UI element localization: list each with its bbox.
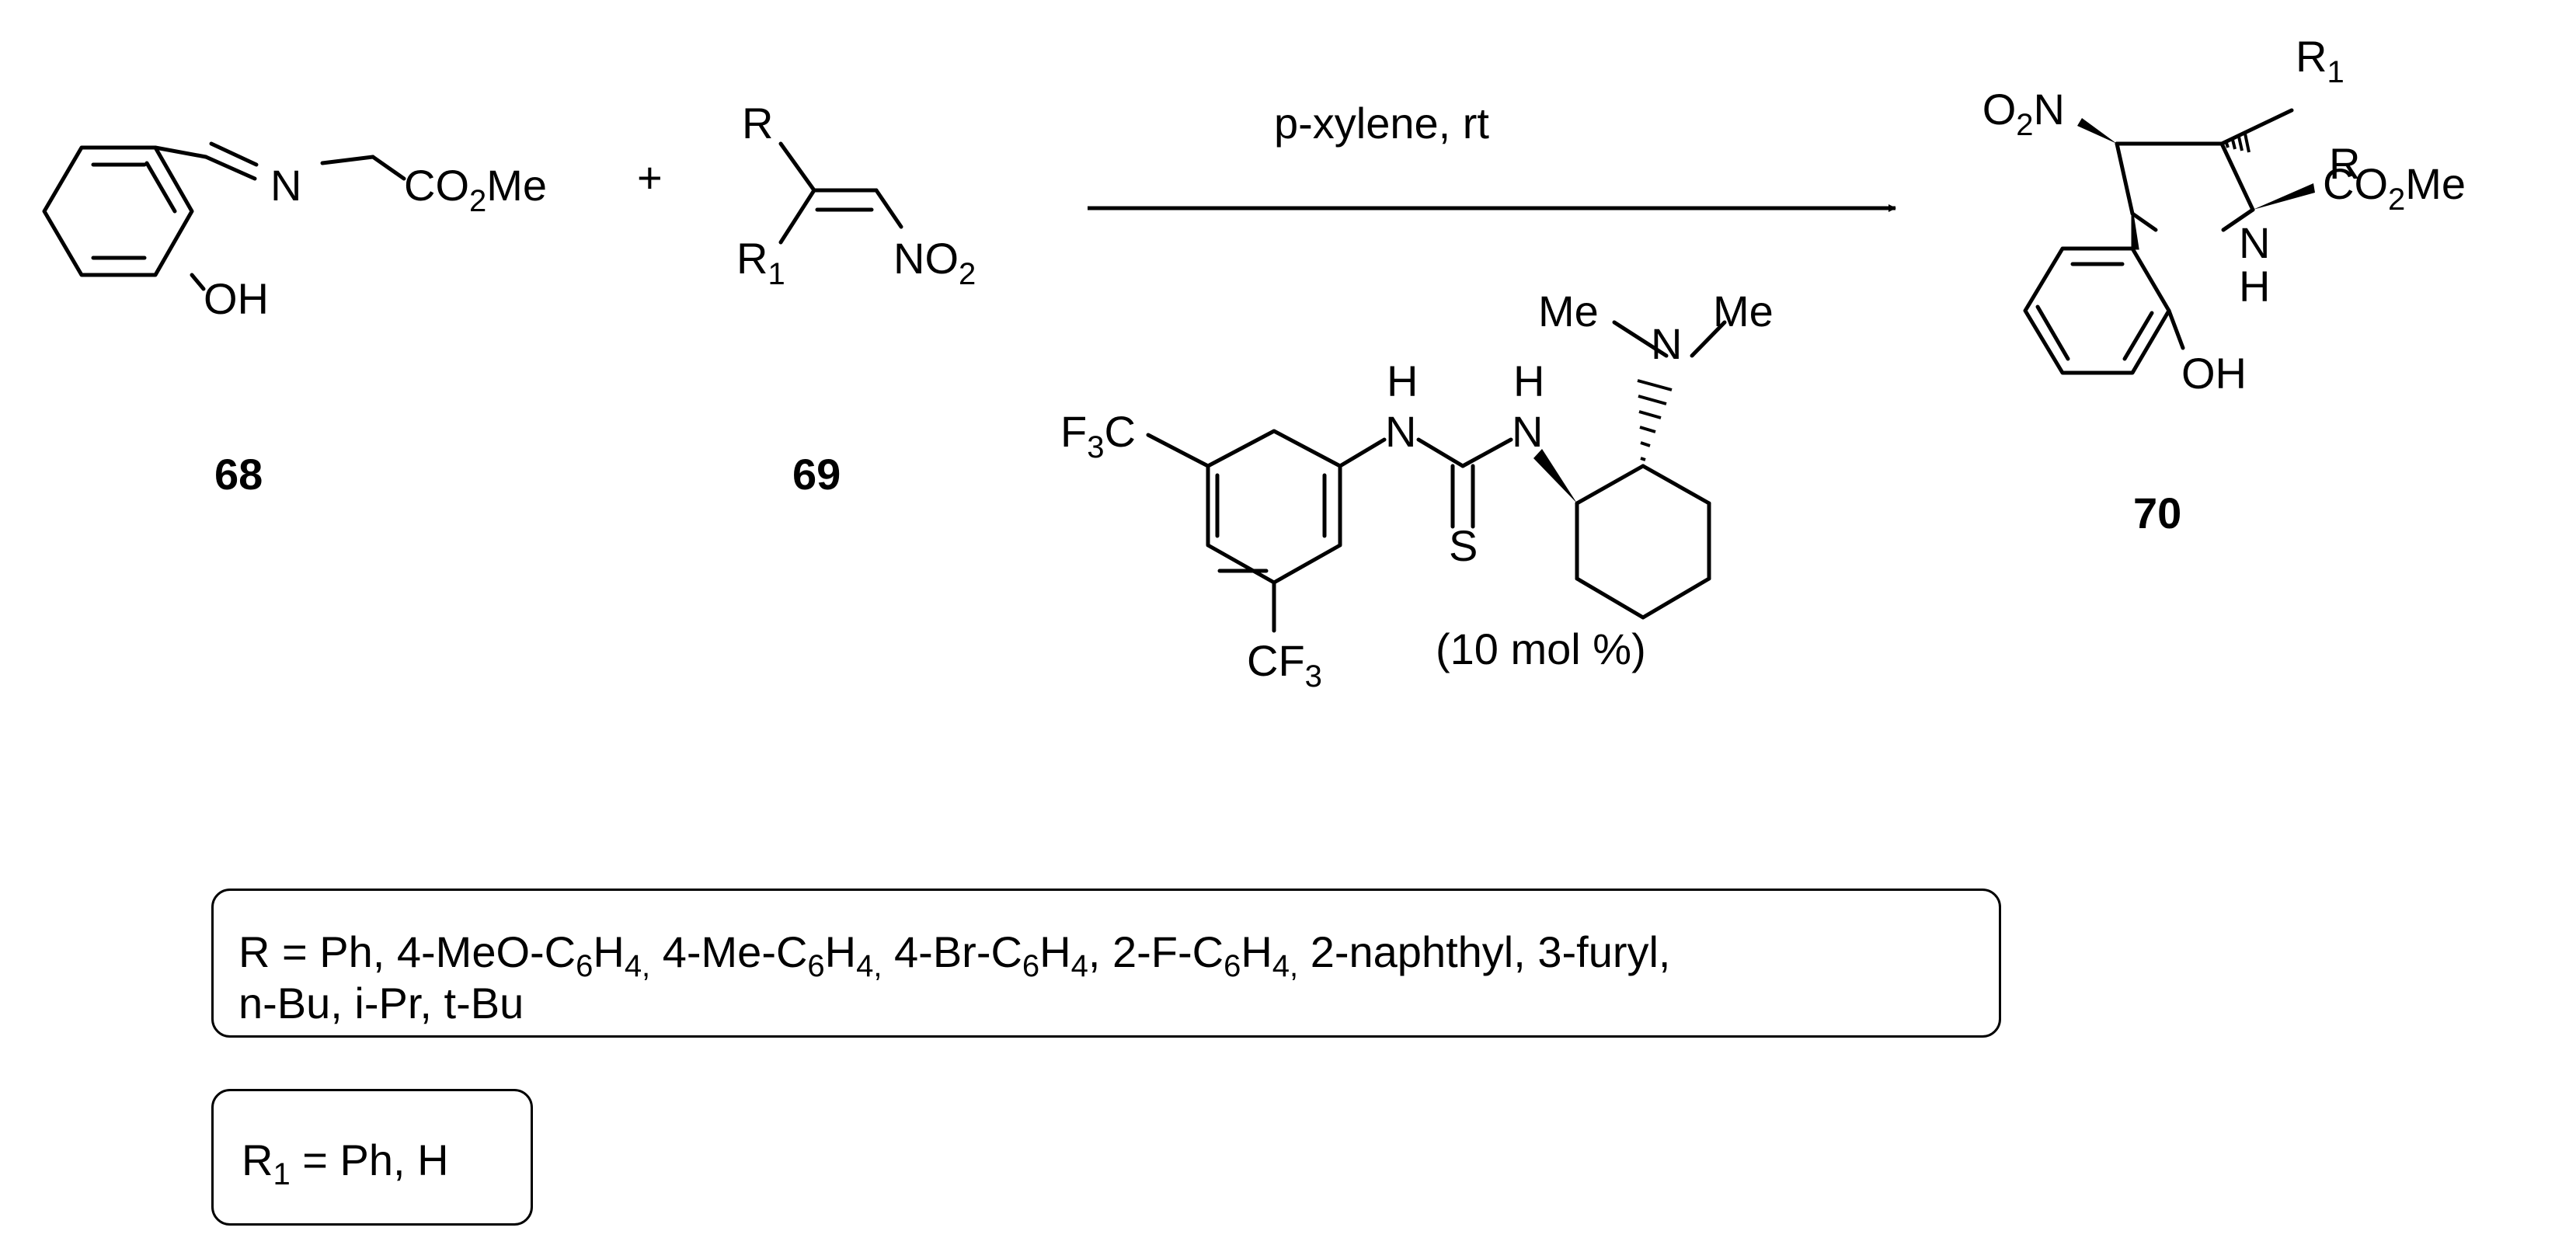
r-substituent-line-1: R = Ph, 4-MeO-C6H4, 4-Me-C6H4, 4-Br-C6H4… [238, 927, 1999, 982]
compound-label-69: 69 [792, 450, 841, 499]
r-substituent-subscript: 6 [1224, 949, 1241, 983]
r-substituent-text: H [1241, 927, 1272, 976]
r1-group-70: R1 [2296, 32, 2345, 89]
compound-label-68: 68 [214, 450, 263, 499]
catalyst-loading: (10 mol %) [1436, 624, 1646, 673]
wedge-bond-70-aryl [2131, 213, 2139, 250]
r-substituent-line-2: n-Bu, i-Pr, t-Bu [238, 979, 524, 1028]
cf3-group-bottom: CF3 [1247, 636, 1322, 694]
r-substituent-text: R = Ph, 4-MeO-C [238, 927, 576, 976]
r-substituent-subscript: 6 [576, 949, 594, 983]
ester-group-70: CO2Me [2323, 159, 2466, 217]
r-substituent-text: H [1039, 927, 1071, 976]
wedge-bond-70-ester [2253, 183, 2315, 210]
plus-sign: + [637, 153, 663, 202]
cf3-group-top: F3C [1060, 407, 1136, 464]
compound-label-70: 70 [2133, 489, 2181, 537]
r-group-69: R [742, 99, 773, 148]
nitro-group-70: O2N [1982, 85, 2065, 142]
imine-n-atom: N [270, 161, 301, 210]
compound-69-bonds [778, 141, 903, 245]
hydroxyl-group-70: OH [2181, 349, 2247, 398]
compound-68-bonds [42, 141, 406, 291]
r1-substituent-prefix-sub: 1 [273, 1157, 291, 1191]
nh-right-n: N [1512, 407, 1543, 456]
wedge-bond-70-nitro [2077, 118, 2117, 144]
ring-nh-hydrogen: H [2239, 262, 2270, 311]
reaction-conditions: p-xylene, rt [1274, 99, 1489, 148]
amine-methyl-right: Me [1713, 287, 1774, 336]
r-substituent-text: , 2-F-C [1088, 927, 1224, 976]
ring-n-atom: N [2239, 218, 2270, 267]
ester-group-68: CO2Me [404, 161, 547, 218]
amine-methyl-left: Me [1538, 287, 1599, 336]
r-substituent-subscript: 4 [1070, 949, 1088, 983]
r-substituent-subscript: 6 [1022, 949, 1040, 983]
r1-substituent-prefix: R [242, 1135, 273, 1184]
r-substituent-text: H [593, 927, 625, 976]
r-substituent-subscript: 4, [1272, 949, 1299, 983]
hashed-bond-catalyst-nme2 [1637, 379, 1673, 461]
nh-left-h: H [1387, 356, 1418, 405]
r-substituent-text: 4-Me-C [650, 927, 808, 976]
r-substituent-text: 2-naphthyl, 3-furyl, [1298, 927, 1671, 976]
compound-68 [42, 141, 406, 291]
r-substituent-text: 4-Br-C [882, 927, 1022, 976]
nitro-group-69: NO2 [893, 234, 976, 291]
wedge-bond-catalyst-nh [1533, 449, 1577, 503]
nh-left-n: N [1385, 407, 1416, 456]
r-substituent-text: H [824, 927, 857, 976]
hashed-bond-70-r [2225, 133, 2251, 153]
r1-group-69: R1 [736, 234, 785, 291]
r-substituent-subscript: 4, [856, 949, 882, 983]
r-substituent-subscript: 4, [624, 949, 651, 983]
r1-substituent-values: = Ph, H [290, 1135, 449, 1184]
thione-s-atom: S [1449, 521, 1478, 570]
r-substituent-box: R = Ph, 4-MeO-C6H4, 4-Me-C6H4, 4-Br-C6H4… [211, 889, 2001, 1038]
r1-substituent-box: R1 = Ph, H [211, 1089, 533, 1226]
catalyst-bonds [1146, 320, 1727, 633]
nh-right-h: H [1513, 356, 1544, 405]
hydroxyl-group-68: OH [204, 274, 269, 323]
r-group-70: R [2329, 139, 2360, 188]
r-substituent-subscript: 6 [807, 949, 825, 983]
amine-n-atom: N [1651, 319, 1682, 368]
